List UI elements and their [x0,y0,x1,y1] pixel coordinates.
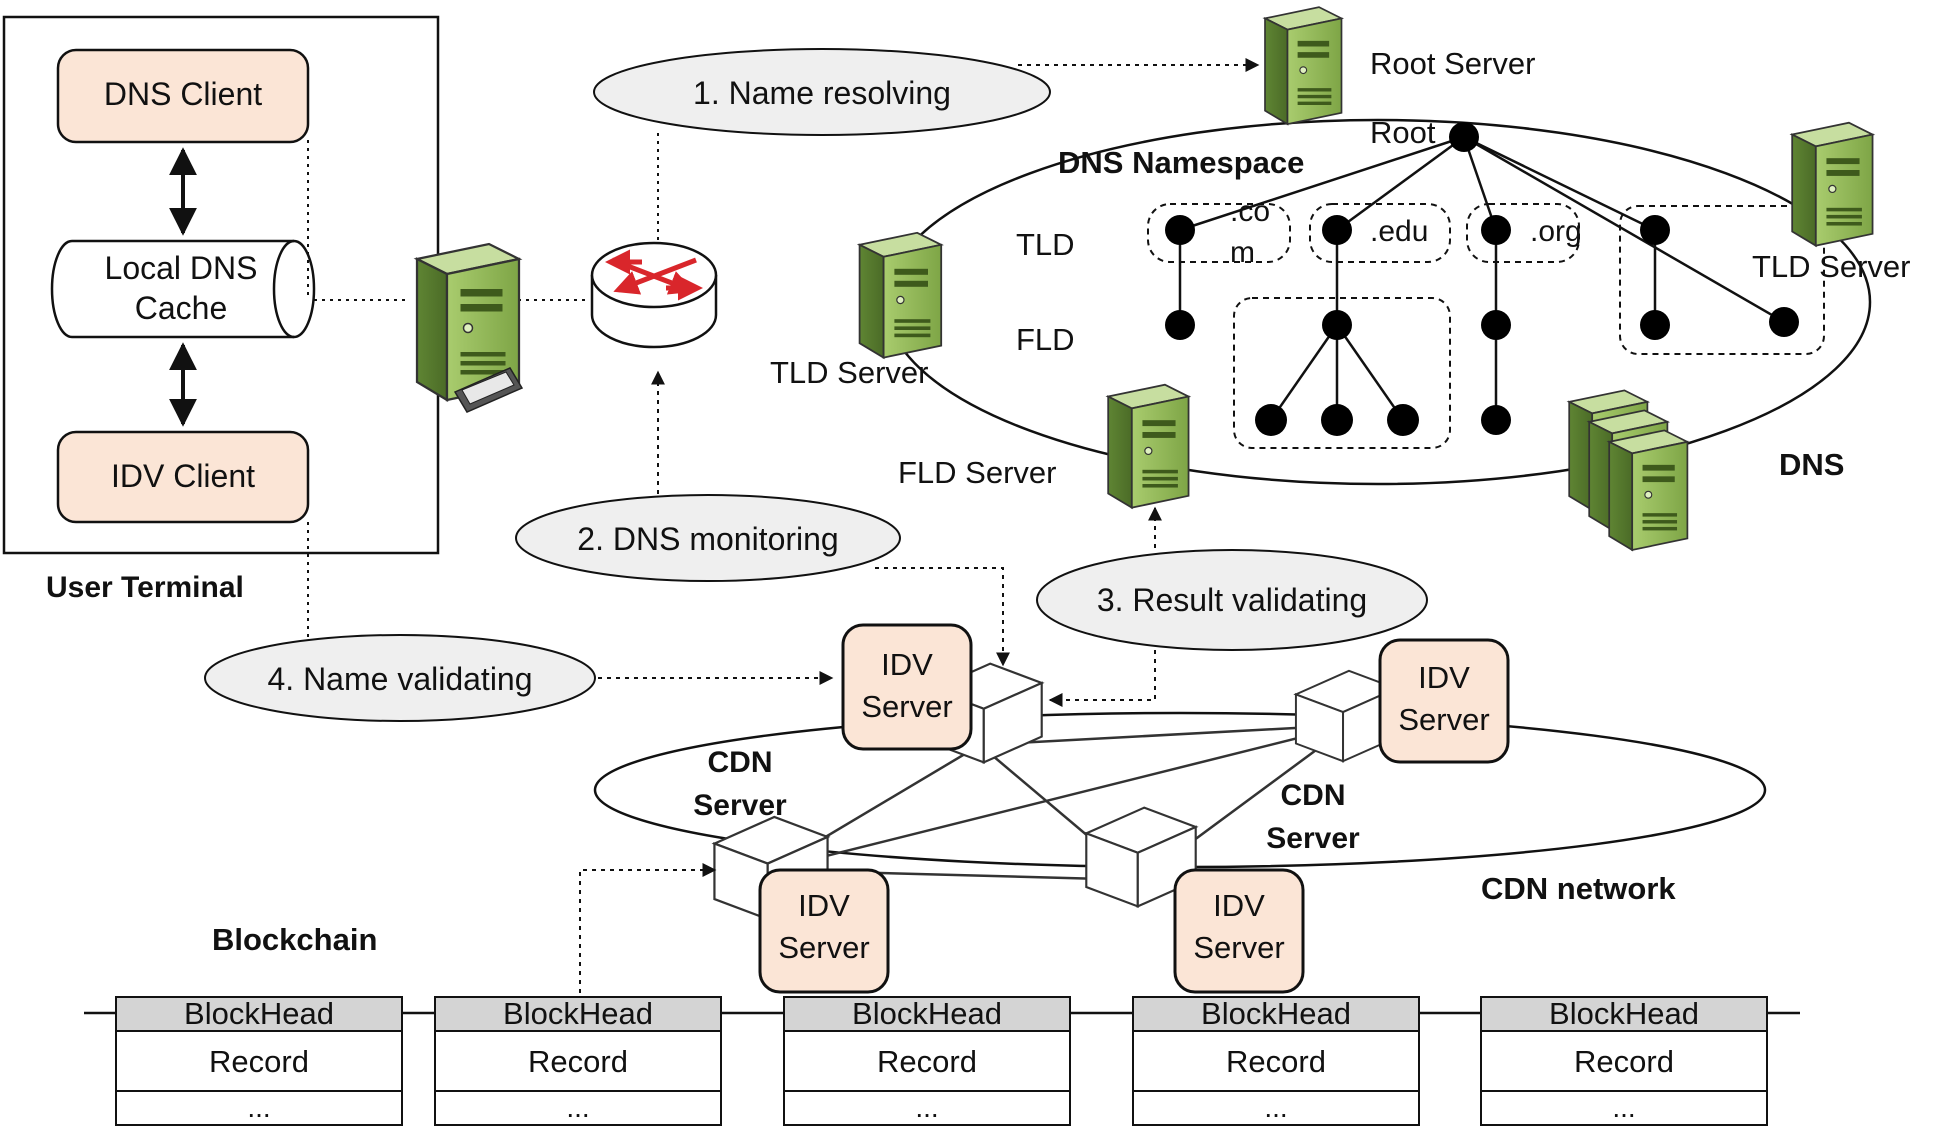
svg-text:IDV: IDV [798,888,850,923]
svg-text:IDV: IDV [1418,660,1470,695]
user-terminal-title: User Terminal [46,571,244,604]
com-label-line2: m [1230,236,1255,269]
fld-server-icon [1107,383,1190,509]
block-more-label: ... [1264,1092,1287,1123]
step2-label: 2. DNS monitoring [577,521,838,557]
svg-text:Server: Server [1398,702,1489,737]
idv-server-box: IDV Server [1173,868,1305,994]
tld-server-right-label: TLD Server [1752,249,1910,284]
server-cluster-icon [1568,389,1689,551]
cdn-server-left-line2: Server [693,789,787,822]
block: BlockHeadRecord... [115,996,403,1126]
block-record-label: Record [877,1044,977,1079]
idv-client-box [56,430,310,524]
svg-text:IDV: IDV [1213,888,1265,923]
sld-node [1321,404,1353,436]
idv-server-box: IDV Server [1378,638,1510,764]
idv-client-label: IDV Client [111,458,255,494]
sld-node [1387,404,1419,436]
dns-client-box [56,48,310,144]
dns-label: DNS [1779,447,1844,482]
cdn-server-left-line1: CDN [708,746,773,779]
cdn-server-right-line1: CDN [1281,779,1346,812]
block-record-label: Record [1226,1044,1326,1079]
svg-text:Server: Server [778,930,869,965]
block-head-label: BlockHead [1549,996,1699,1031]
block-record-label: Record [209,1044,309,1079]
namespace-title: DNS Namespace [1058,145,1304,180]
step2-ellipse [515,494,901,582]
keyboard-icon [453,367,524,413]
edu-label: .edu [1370,215,1428,248]
block-head-label: BlockHead [852,996,1002,1031]
namespace-tree-nodes [1165,122,1799,436]
blockchain-blocks: BlockHeadRecord...BlockHeadRecord...Bloc… [115,996,1768,1126]
dotted-connectors [307,130,659,645]
cdn-network-label: CDN network [1481,871,1676,906]
svg-text:IDV: IDV [881,647,933,682]
fld-server-label: FLD Server [898,455,1056,490]
root-server-label: Root Server [1370,46,1535,81]
fld-node [1322,310,1352,340]
fld-node [1481,310,1511,340]
block-more-label: ... [915,1092,938,1123]
block-more-label: ... [1612,1092,1635,1123]
blockchain-title: Blockchain [212,922,377,957]
root-node [1449,122,1479,152]
step3-ellipse [1036,549,1428,651]
namespace-tree-edges [1178,135,1785,421]
block-record-label: Record [528,1044,628,1079]
namespace-groups [1147,203,1825,449]
local-dns-cache-cylinder [50,239,316,339]
svg-text:Server: Server [1193,930,1284,965]
idv-server-box: IDV Server [758,868,890,994]
root-label: Root [1370,115,1436,150]
block-head-label: BlockHead [1201,996,1351,1031]
org-label: .org [1530,215,1582,248]
step3-left-arrow [1048,650,1156,707]
step4-label: 4. Name validating [267,661,532,697]
tld-server-left-label: TLD Server [770,355,928,390]
block-more-label: ... [566,1092,589,1123]
tld-server-right-icon [1791,121,1874,247]
org-node [1481,215,1511,245]
block: BlockHeadRecord... [1132,996,1420,1126]
blockchain-to-cdn-arrow [579,863,717,993]
block-record-label: Record [1574,1044,1674,1079]
step4-ellipse [204,634,596,722]
step3-label: 3. Result validating [1097,582,1367,618]
fld-level-label: FLD [1016,322,1075,357]
tld-server-left-icon [858,231,943,359]
sld-node [1255,404,1287,436]
block-head-label: BlockHead [184,996,334,1031]
svg-text:Server: Server [861,689,952,724]
router-icon [590,241,718,349]
step1-ellipse [593,48,1051,136]
fld-node [1165,310,1195,340]
com-label-line1: .co [1230,195,1270,228]
fld-node [1640,310,1670,340]
tld4-node [1640,215,1670,245]
idv-server-box: IDV Server [841,623,973,751]
cache-label-line2: Cache [135,290,228,326]
dns-client-label: DNS Client [104,76,262,112]
fld-node [1769,307,1799,337]
root-server-icon [1264,6,1343,125]
step2-down-arrow [875,567,1010,667]
block: BlockHeadRecord... [434,996,722,1126]
cache-label-line1: Local DNS [105,250,258,286]
block-head-label: BlockHead [503,996,653,1031]
cdn-server-right-line2: Server [1266,822,1360,855]
edu-node [1322,215,1352,245]
block: BlockHeadRecord... [783,996,1071,1126]
sld-node [1481,405,1511,435]
tld-level-label: TLD [1016,227,1075,262]
step1-label: 1. Name resolving [693,75,951,111]
dns-boundary-ellipse [884,118,1872,486]
block-more-label: ... [247,1092,270,1123]
block: BlockHeadRecord... [1480,996,1768,1126]
com-node [1165,215,1195,245]
